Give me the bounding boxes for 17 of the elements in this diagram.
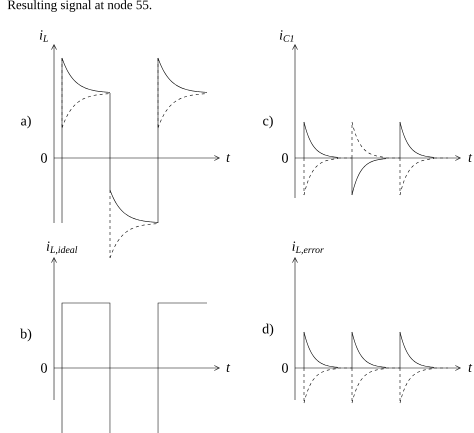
panel-label: a) (21, 116, 31, 128)
axis-label: i$_{L,error}$ (292, 242, 324, 254)
axis-label: t (468, 364, 472, 372)
caption-text: Resulting signal at node 55. (8, 0, 152, 12)
origin-label: 0 (41, 153, 47, 163)
panel-label: b) (20, 328, 32, 342)
axis-label: t (468, 154, 472, 162)
axis-label: i$_{L}$ (40, 30, 48, 42)
origin-label: 0 (282, 153, 288, 163)
axis-label: i$_{L,ideal}$ (46, 242, 78, 254)
axis-label: t (226, 364, 230, 372)
origin-label: 0 (282, 363, 288, 373)
axis-label: i$_{C1}$ (280, 30, 294, 42)
origin-label: 0 (41, 363, 47, 373)
panel-label: c) (263, 116, 273, 128)
axis-label: t (226, 154, 230, 162)
panel-label: d) (262, 324, 274, 336)
